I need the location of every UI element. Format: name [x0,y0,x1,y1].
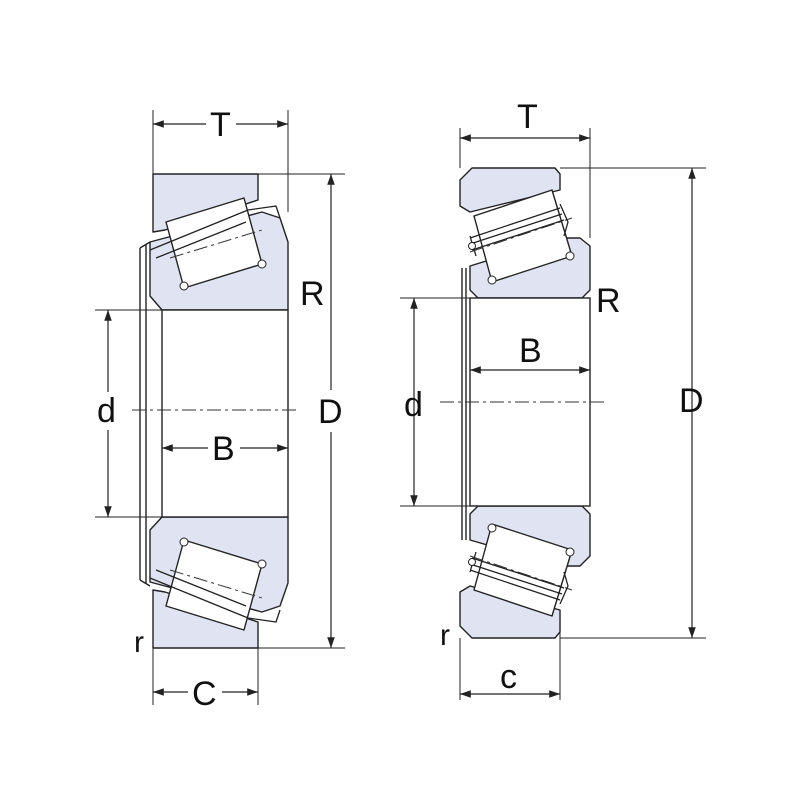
right-cage-bottom [469,551,569,605]
left-bearing-figure: T R D d B r C [95,106,345,713]
right-bore-edge-lines [461,268,467,540]
right-label-d: d [404,386,423,424]
left-label-d: d [97,392,116,430]
left-label-B: B [212,430,235,468]
left-label-r: r [134,626,144,659]
left-roller-dot [179,537,189,547]
right-roller-bottom [473,523,573,617]
left-label-D: D [318,393,343,431]
left-roller-dot [257,259,267,269]
right-label-T: T [517,98,538,136]
left-label-C: C [192,675,217,713]
left-roller-dot [179,281,189,291]
right-roller-dot [565,547,575,557]
right-cage-top [469,203,569,257]
right-label-c: c [500,658,517,696]
left-cage-top [149,205,281,259]
left-label-R: R [300,275,325,313]
left-bore [161,309,289,518]
right-bearing-figure: T R D d B r c [400,98,706,700]
left-roller-bottom-axis [169,569,263,599]
right-outer-ring-top [459,167,561,213]
right-label-D: D [679,382,704,420]
right-roller-dot [487,275,497,285]
left-roller-top-axis [169,229,263,259]
left-cage-bottom [149,569,281,623]
right-label-r: r [440,619,450,652]
right-label-R: R [596,282,621,320]
right-roller-dot [565,251,575,261]
right-roller-top-axis [469,217,573,253]
left-roller-bottom [165,539,263,631]
right-roller-dot [468,242,476,250]
right-roller-bottom-axis [469,555,573,591]
right-roller-dot [468,558,476,566]
left-cone-sleeve [139,241,151,587]
right-roller-dot [487,523,497,533]
left-roller-dot [257,559,267,569]
left-label-T: T [210,106,231,144]
right-label-B: B [519,332,542,370]
